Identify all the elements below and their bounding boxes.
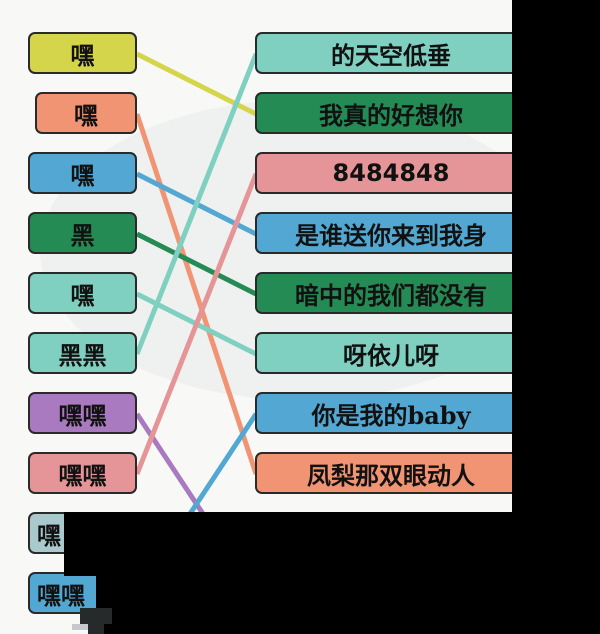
left-option[interactable]: 嘿 (28, 152, 137, 194)
connection-line (134, 53, 259, 355)
left-option[interactable]: 黑 (28, 212, 137, 254)
right-option[interactable]: 你是我的baby (255, 392, 525, 434)
cursor-artifact-3 (72, 624, 88, 630)
right-option[interactable]: 凤梨那双眼动人 (255, 452, 525, 494)
connection-line (134, 173, 259, 475)
connection-line (134, 113, 259, 475)
black-mask-bottom-2 (96, 576, 600, 634)
right-option[interactable]: 呀依儿呀 (255, 332, 525, 374)
right-option[interactable]: 是谁送你来到我身 (255, 212, 525, 254)
cursor-artifact-2 (88, 624, 104, 634)
right-option[interactable]: 8484848 (255, 152, 525, 194)
right-option[interactable]: 暗中的我们都没有 (255, 272, 525, 314)
left-option[interactable]: 嘿嘿 (28, 392, 137, 434)
connection-line (135, 231, 258, 297)
right-option[interactable]: 我真的好想你 (255, 92, 525, 134)
left-option[interactable]: 嘿嘿 (28, 452, 137, 494)
left-option[interactable]: 黑黑 (28, 332, 137, 374)
left-option[interactable]: 嘿 (35, 92, 137, 134)
black-mask-bottom (64, 512, 600, 576)
cursor-artifact (80, 608, 112, 624)
left-option[interactable]: 嘿 (28, 32, 137, 74)
left-option[interactable]: 嘿 (28, 272, 137, 314)
right-option[interactable]: 的天空低垂 (255, 32, 525, 74)
